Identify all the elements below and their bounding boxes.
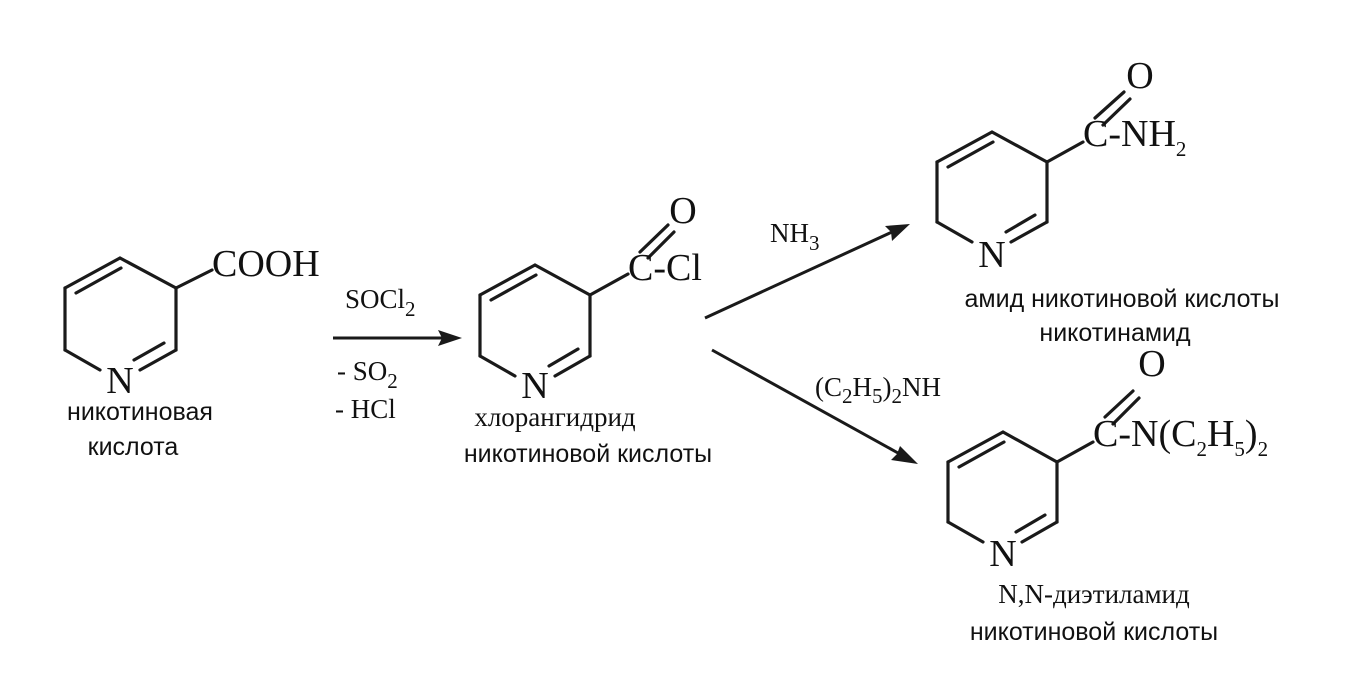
- ammonia-reagent: NH3: [770, 218, 820, 255]
- ring-nitrogen-atom: N: [989, 533, 1016, 575]
- step2b-arrow-group: (C2H5)2NH: [711, 348, 941, 464]
- ring-nitrogen-atom: N: [521, 365, 548, 407]
- step2a-arrowhead: [885, 224, 910, 241]
- pyridine-ring: [935, 90, 1132, 244]
- acid-chloride-name-line1: хлорангидрид: [474, 402, 636, 432]
- step2b-arrow: [711, 348, 899, 455]
- carboxyl-group: COOH: [212, 243, 320, 285]
- nicotinamide-name-line2: никотинамид: [1039, 319, 1191, 347]
- acid-chloride-molecule: N O C-Cl хлорангидрид никотиновой кислот…: [464, 190, 712, 468]
- diethylamine-reagent: (C2H5)2NH: [815, 372, 941, 408]
- pyridine-ring: [478, 223, 676, 378]
- nicotinic-acid-molecule: N COOH никотиновая кислота: [63, 243, 320, 461]
- diethylnicotinamide-name-line1: N,N-диэтиламид: [998, 579, 1190, 609]
- diethylnicotinamide-name-line2: никотиновой кислоты: [970, 618, 1218, 646]
- carbonyl-oxygen-atom: O: [669, 190, 696, 232]
- step2a-arrow-group: NH3: [704, 218, 910, 320]
- step1-arrowhead: [438, 330, 462, 346]
- hcl-byproduct: - HCl: [335, 394, 396, 424]
- step2b-arrowhead: [891, 446, 918, 464]
- nicotinamide-name-line1: амид никотиновой кислоты: [965, 285, 1280, 313]
- ring-nitrogen-atom: N: [978, 234, 1005, 276]
- nicotinic-acid-name-line1: никотиновая: [67, 398, 213, 426]
- nicotinamide-molecule: N O C-NH2 амид никотиновой кислоты никот…: [935, 55, 1280, 347]
- thionyl-chloride-reagent: SOCl2: [345, 284, 416, 321]
- acyl-chloride-group: C-Cl: [628, 247, 702, 289]
- step1-arrow-group: SOCl2 - SO2 - HCl: [333, 284, 462, 424]
- amide-group: C-NH2: [1083, 113, 1186, 161]
- diethylamide-group: C-N(C2H5)2: [1093, 413, 1268, 461]
- ring-nitrogen-atom: N: [106, 360, 133, 402]
- carbonyl-oxygen-atom: O: [1138, 343, 1165, 385]
- step2a-arrow: [704, 230, 893, 320]
- pyridine-ring: [946, 389, 1141, 544]
- sulfur-dioxide-byproduct: - SO2: [337, 356, 398, 393]
- pyridine-ring: [63, 256, 214, 372]
- acid-chloride-name-line2: никотиновой кислоты: [464, 440, 712, 468]
- carbonyl-oxygen-atom: O: [1126, 55, 1153, 97]
- nicotinic-acid-name-line2: кислота: [88, 433, 179, 461]
- diethylnicotinamide-molecule: N O C-N(C2H5)2 N,N-диэтиламид никотиново…: [946, 343, 1268, 646]
